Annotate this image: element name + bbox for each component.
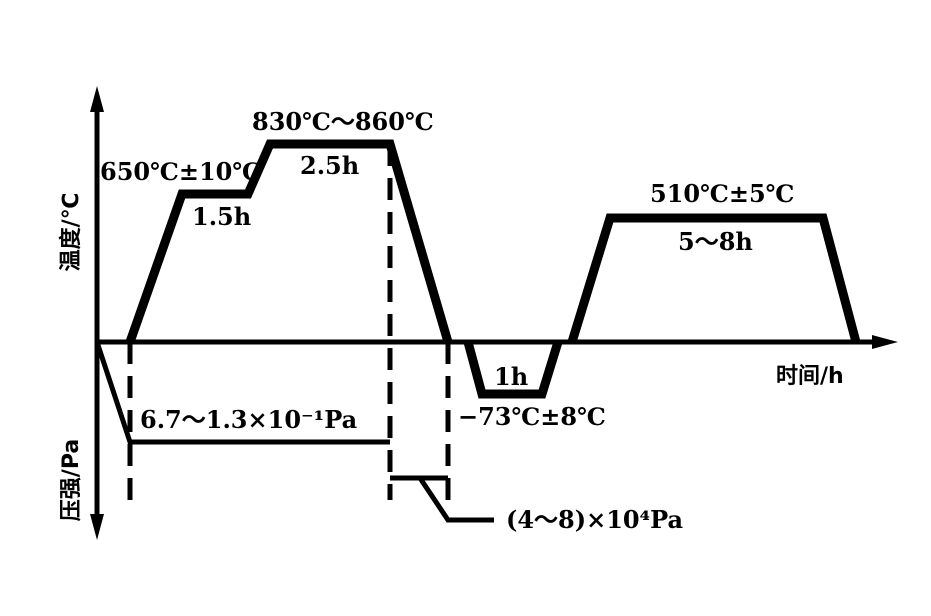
temperature-curve-tempering <box>567 213 861 344</box>
gas-pressure-leader-line <box>417 476 494 523</box>
step2-temp-label: 830℃～860℃ <box>252 107 434 136</box>
vertical-axis-arrow-up <box>90 86 104 112</box>
vacuum-pressure-label: 6.7～1.3×10⁻¹Pa <box>140 405 357 434</box>
horizontal-axis-arrow <box>872 335 898 349</box>
temperature-curve-heating <box>125 139 453 344</box>
temper-time-label: 5～8h <box>678 227 753 256</box>
temper-temp-label: 510℃±5℃ <box>650 179 794 208</box>
y-axis-lower-label: 压强/Pa <box>59 439 84 521</box>
cryo-time-label: 1h <box>494 362 528 391</box>
x-axis-label: 时间/h <box>776 364 844 389</box>
pressure-curve-vacuum <box>94 341 390 445</box>
cryo-temp-label: −73℃±8℃ <box>458 402 606 431</box>
step1-temp-label: 650℃±10℃ <box>100 157 261 186</box>
y-axis-upper-label: 温度/℃ <box>58 193 84 272</box>
step2-time-label: 2.5h <box>300 151 359 180</box>
step1-time-label: 1.5h <box>192 202 251 231</box>
temperature-curve-cryogenic <box>463 340 563 399</box>
vertical-axis-arrow-down <box>90 514 104 540</box>
gas-pressure-label: (4～8)×10⁴Pa <box>506 505 683 534</box>
